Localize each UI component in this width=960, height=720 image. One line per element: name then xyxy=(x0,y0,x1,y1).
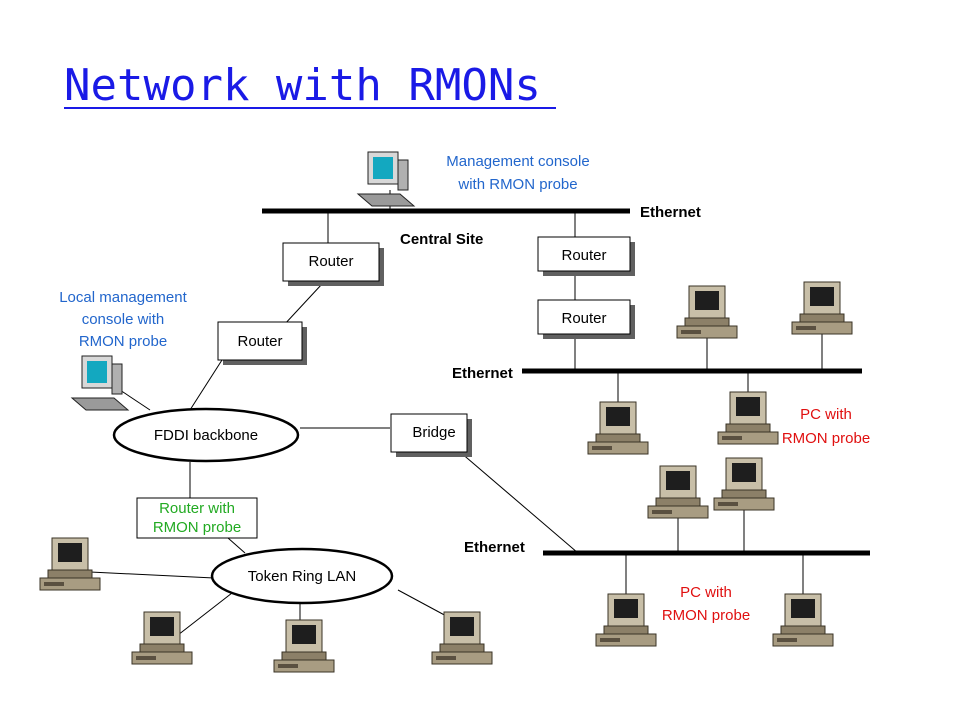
ethernet-middle-label: Ethernet xyxy=(452,365,513,382)
svg-text:Router: Router xyxy=(561,247,606,264)
management-console-label: Management console with RMON probe xyxy=(446,153,589,193)
svg-text:Router: Router xyxy=(561,310,606,327)
svg-text:RMON probe: RMON probe xyxy=(79,333,167,350)
page-title: Network with RMONs xyxy=(64,60,541,111)
router-probe-box: Router with RMON probe xyxy=(136,497,258,539)
token-ring-lan: Token Ring LAN xyxy=(210,547,394,605)
computer-icon xyxy=(647,465,709,519)
svg-text:Router: Router xyxy=(237,333,282,350)
svg-text:with RMON probe: with RMON probe xyxy=(457,176,577,193)
svg-text:Local management: Local management xyxy=(59,289,187,306)
svg-text:PC with: PC with xyxy=(680,584,732,601)
local-management-label: Local management console with RMON probe xyxy=(59,289,187,350)
svg-text:PC with: PC with xyxy=(800,406,852,423)
svg-text:Token Ring LAN: Token Ring LAN xyxy=(248,568,356,585)
svg-text:Bridge: Bridge xyxy=(412,424,455,441)
computer-icon xyxy=(772,593,834,647)
management-console-icon xyxy=(357,151,415,207)
router-box-d: Router xyxy=(217,321,307,365)
svg-text:RMON probe: RMON probe xyxy=(662,607,750,624)
computer-icon xyxy=(273,619,335,673)
ethernet-bottom-label: Ethernet xyxy=(464,539,525,556)
router-box-b: Router xyxy=(537,236,635,276)
computer-icon xyxy=(595,593,657,647)
svg-text:Router: Router xyxy=(308,253,353,270)
computer-icon xyxy=(587,401,649,455)
svg-text:Management console: Management console xyxy=(446,153,589,170)
svg-text:FDDI backbone: FDDI backbone xyxy=(154,427,258,444)
router-box-a: Router xyxy=(282,242,384,286)
computer-icon xyxy=(717,391,779,445)
svg-text:Router with: Router with xyxy=(159,500,235,517)
fddi-backbone: FDDI backbone xyxy=(112,407,300,463)
local-management-console-icon xyxy=(71,355,129,411)
pc-probe-label-2: PC with RMON probe xyxy=(662,584,750,624)
computer-icon xyxy=(676,285,738,339)
computer-icon xyxy=(713,457,775,511)
computer-icon xyxy=(131,611,193,665)
computer-icon xyxy=(39,537,101,591)
router-box-c: Router xyxy=(537,299,635,339)
pc-probe-label-1: PC with RMON probe xyxy=(782,406,870,447)
svg-text:console with: console with xyxy=(82,311,165,328)
svg-text:RMON probe: RMON probe xyxy=(153,519,241,536)
ethernet-top-label: Ethernet xyxy=(640,204,701,221)
central-site-label: Central Site xyxy=(400,231,483,248)
svg-text:RMON probe: RMON probe xyxy=(782,430,870,447)
computer-icon xyxy=(791,281,853,335)
bridge-box: Bridge xyxy=(390,413,472,457)
computer-icon xyxy=(431,611,493,665)
